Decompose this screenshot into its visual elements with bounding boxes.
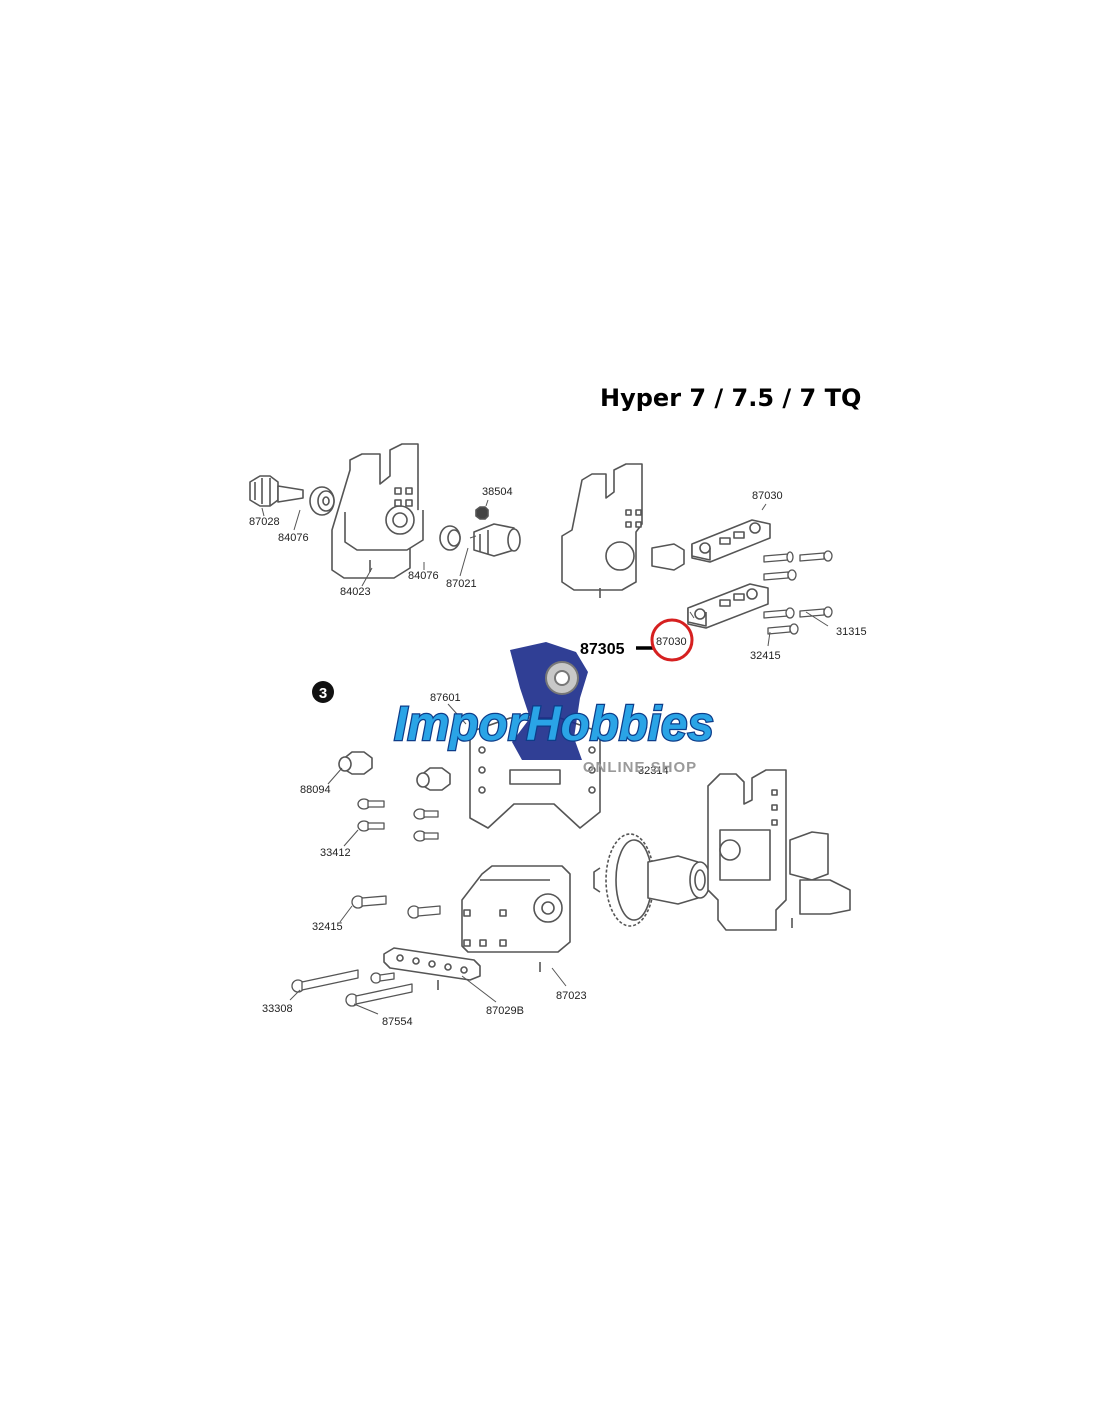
watermark-tagline: ONLINE SHOP — [583, 759, 697, 776]
part-label: 84076 — [408, 570, 439, 582]
suspension-mount-part — [691, 519, 771, 563]
diagram-title: Hyper 7 / 7.5 / 7 TQ — [600, 384, 862, 412]
watermark-brand: ImporHobbies — [394, 698, 714, 751]
part-label: 87023 — [556, 990, 587, 1002]
gearbox-housing-part — [331, 443, 424, 579]
callout-label: 87305 — [580, 641, 625, 658]
mount-plate-part — [383, 947, 481, 990]
step-number: 3 — [319, 685, 327, 702]
suspension-mount-part — [687, 583, 769, 629]
bearing-part — [439, 525, 461, 551]
part-label: 84023 — [340, 586, 371, 598]
part-label: 88094 — [300, 784, 331, 796]
watermark-logo: ImporHobbies ONLINE SHOP — [393, 642, 715, 776]
part-labels: 87028 84076 84023 84076 87021 38504 8703… — [249, 486, 867, 1028]
differential-gear-part — [593, 833, 711, 927]
outdrive-cup-part — [473, 523, 521, 557]
gearbox-housing-part — [461, 865, 571, 972]
pinion-shaft-part — [249, 475, 304, 507]
part-label: 87028 — [249, 516, 280, 528]
part-label: 87030 — [752, 490, 783, 502]
part-label: 32415 — [750, 650, 781, 662]
part-label: 32415 — [312, 921, 343, 933]
bearing-part — [309, 486, 335, 516]
part-label: 84076 — [278, 532, 309, 544]
part-label: 31315 — [836, 626, 867, 638]
part-label: 87601 — [430, 692, 461, 704]
screw-part — [357, 798, 439, 842]
part-label: 87021 — [446, 578, 477, 590]
nut-part — [475, 506, 489, 520]
long-screw-part — [291, 969, 413, 1007]
part-label: 32314 — [638, 765, 669, 777]
leader-lines — [261, 499, 829, 1015]
part-label: 38504 — [482, 486, 513, 498]
highlight-circle — [650, 618, 694, 662]
gearbox-housing-part — [561, 463, 685, 598]
part-label: 33412 — [320, 847, 351, 859]
part-label: 33308 — [262, 1003, 293, 1015]
part-label: 87554 — [382, 1016, 413, 1028]
screw-part — [351, 895, 441, 919]
screw-part — [763, 550, 833, 635]
gearbox-housing-part — [707, 769, 851, 931]
step-marker: 3 — [312, 681, 334, 703]
part-label: 87029B — [486, 1005, 524, 1017]
highlighted-part-label: 87030 — [656, 636, 687, 648]
ball-stud-part — [338, 751, 451, 791]
